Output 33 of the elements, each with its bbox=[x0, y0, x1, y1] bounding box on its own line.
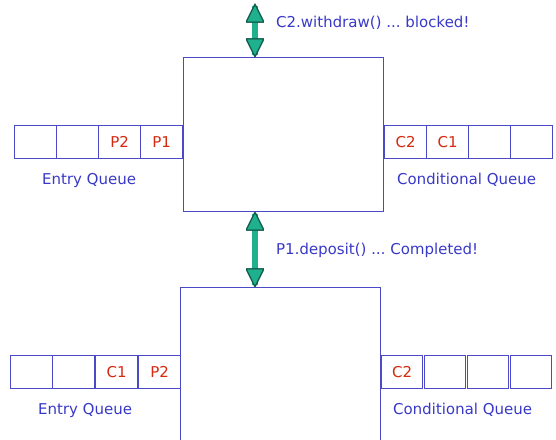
monitor-box bbox=[183, 57, 384, 212]
queue-slot bbox=[52, 355, 95, 389]
queue-slot bbox=[424, 355, 466, 389]
queue-slot bbox=[14, 125, 57, 159]
queue-label: Entry Queue bbox=[42, 170, 136, 188]
edge-label: P1.deposit() ... Completed! bbox=[276, 240, 478, 258]
queue-slot bbox=[138, 355, 181, 389]
double-arrow bbox=[245, 3, 265, 58]
queue-slot bbox=[468, 125, 511, 159]
double-arrow bbox=[245, 211, 265, 288]
queue-slot bbox=[467, 355, 509, 389]
process-name: C2 bbox=[395, 133, 416, 151]
queue-slot bbox=[98, 125, 141, 159]
queue-slot bbox=[384, 125, 427, 159]
process-name: P2 bbox=[110, 133, 129, 151]
process-name: C2 bbox=[392, 363, 412, 381]
queue-slot bbox=[95, 355, 138, 389]
edge-label: C2.withdraw() ... blocked! bbox=[276, 13, 470, 31]
queue-label: Conditional Queue bbox=[397, 170, 536, 188]
queue-slot bbox=[381, 355, 423, 389]
queue-slot bbox=[510, 125, 553, 159]
process-name: C1 bbox=[437, 133, 458, 151]
monitor-box bbox=[180, 287, 381, 440]
queue-slot bbox=[426, 125, 469, 159]
queue-label: Conditional Queue bbox=[393, 400, 532, 418]
queue-slot bbox=[140, 125, 183, 159]
queue-slot bbox=[56, 125, 99, 159]
process-name: C1 bbox=[106, 363, 127, 381]
process-name: P1 bbox=[152, 133, 171, 151]
queue-label: Entry Queue bbox=[38, 400, 132, 418]
queue-slot bbox=[10, 355, 53, 389]
process-name: P2 bbox=[150, 363, 169, 381]
queue-slot bbox=[510, 355, 552, 389]
